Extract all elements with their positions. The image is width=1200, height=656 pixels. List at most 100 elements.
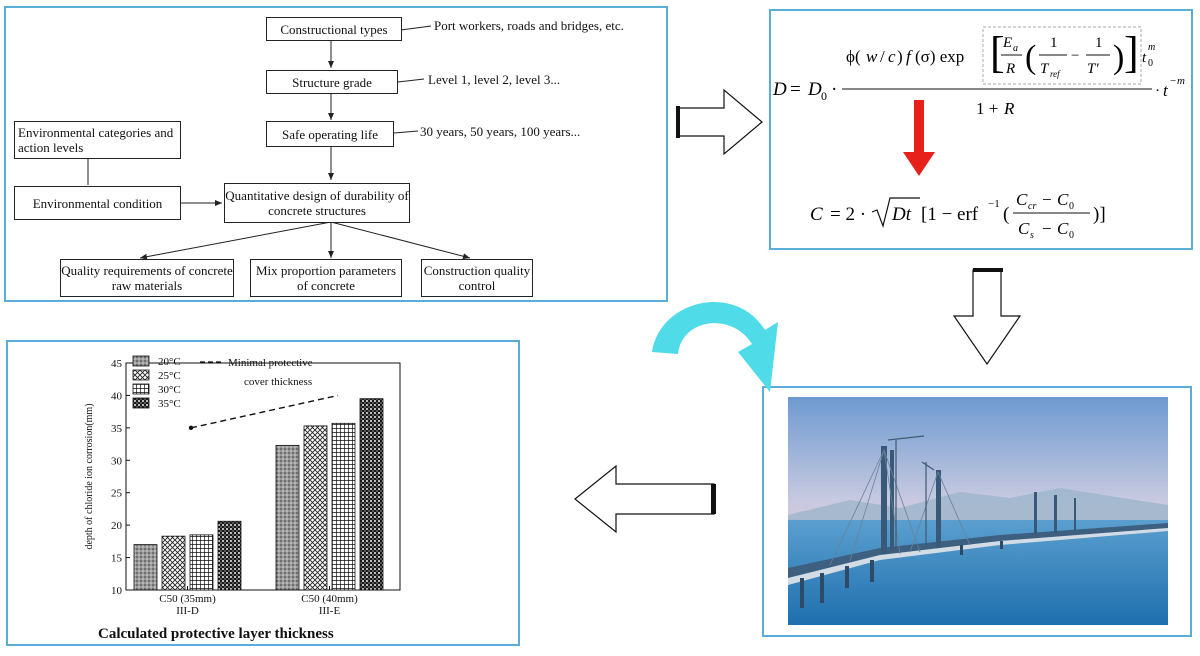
svg-text:[1 − erf: [1 − erf: [921, 204, 979, 225]
x-category-sublabel: III-D: [176, 605, 199, 617]
bar-2-1: [161, 535, 186, 591]
svg-text:= 2 ·: = 2 ·: [830, 204, 866, 225]
right-arrow-icon: [677, 88, 763, 156]
left-arrow-icon: [574, 464, 715, 534]
svg-text:m: m: [1148, 42, 1155, 53]
down-arrow-icon: [952, 269, 1022, 366]
svg-text:0: 0: [1069, 201, 1074, 212]
svg-text:s: s: [1030, 230, 1034, 241]
svg-text:c: c: [888, 47, 896, 66]
construction-quality-box: Construction quality control: [421, 259, 533, 297]
constructional-types-note: Port workers, roads and bridges, etc.: [434, 18, 624, 33]
svg-text:1 +: 1 +: [976, 99, 998, 118]
svg-text:ref: ref: [1050, 69, 1061, 79]
svg-text:t: t: [1163, 81, 1169, 100]
structure-grade-note: Level 1, level 2, level 3...: [428, 72, 561, 87]
svg-text:−: −: [1071, 48, 1079, 64]
y-tick-label: 40: [111, 390, 123, 402]
svg-text:w: w: [866, 47, 878, 66]
bar-2-2: [303, 425, 328, 591]
svg-text:(: (: [1025, 39, 1036, 76]
svg-text:0: 0: [821, 89, 827, 103]
x-category-sublabel: III-E: [319, 605, 341, 617]
svg-text:T′: T′: [1087, 61, 1099, 77]
svg-text:·: ·: [831, 79, 837, 100]
env-condition-box: Environmental condition: [14, 186, 181, 220]
mix-proportion-box: Mix proportion parameters of concrete: [250, 259, 402, 297]
svg-text:/: /: [880, 47, 885, 66]
svg-text:Dt: Dt: [891, 204, 912, 225]
legend-label-4: 35°C: [158, 398, 181, 410]
svg-text:a: a: [1013, 43, 1018, 54]
legend-label-1: 20°C: [158, 356, 181, 368]
svg-text:−: −: [1042, 190, 1052, 209]
y-tick-label: 10: [111, 585, 123, 597]
svg-text:T: T: [1040, 61, 1050, 77]
y-tick-label: 25: [111, 488, 123, 500]
svg-text:C: C: [1016, 190, 1028, 209]
svg-text:D: D: [772, 79, 787, 100]
legend-label-3: 30°C: [158, 384, 181, 396]
bar-4-1: [217, 520, 242, 591]
y-tick-label: 20: [111, 520, 123, 532]
y-axis-label: depth of chloride ion corrosion(mm): [84, 403, 95, 549]
svg-text:C: C: [1057, 219, 1069, 238]
y-tick-label: 15: [111, 553, 123, 565]
y-tick-label: 30: [111, 455, 123, 467]
svg-text:): ): [1113, 39, 1124, 76]
legend-swatch-3: [132, 383, 150, 395]
legend-swatch-2: [132, 369, 150, 381]
svg-text:R: R: [1005, 61, 1015, 77]
plot-frame: [125, 362, 401, 591]
svg-text:cr: cr: [1028, 201, 1036, 212]
y-tick-label: 35: [111, 423, 123, 435]
svg-text:C: C: [1057, 190, 1069, 209]
svg-text:m: m: [1177, 75, 1185, 87]
quality-requirements-box: Quality requirements of concrete raw mat…: [60, 259, 234, 297]
legend-swatch-4: [132, 397, 150, 409]
min-cover-point: [188, 425, 194, 431]
safe-operating-life-note: 30 years, 50 years, 100 years...: [420, 124, 581, 139]
bar-3-1: [189, 534, 214, 591]
env-categories-box: Environmental categories and action leve…: [14, 121, 181, 159]
svg-text:)]: )]: [1093, 204, 1106, 225]
svg-text:0: 0: [1069, 230, 1074, 241]
y-tick-label: 45: [111, 358, 123, 370]
svg-text:−1: −1: [988, 198, 1000, 210]
chart-panel: [6, 340, 520, 646]
svg-text:·: ·: [1155, 83, 1160, 99]
svg-text:−: −: [1170, 75, 1176, 87]
bar-4-2: [359, 398, 384, 591]
cyan-curved-arrow-icon: [652, 302, 778, 392]
down-arrow-tail: [973, 268, 1003, 272]
svg-text:C: C: [1018, 219, 1030, 238]
quantitative-design-box: Quantitative design of durability of con…: [224, 183, 410, 223]
svg-text:=: =: [790, 79, 801, 100]
svg-text:]: ]: [1124, 28, 1139, 77]
safe-operating-life-box: Safe operating life: [266, 121, 394, 147]
svg-text:(σ) exp: (σ) exp: [915, 47, 964, 66]
legend-label-2: 25°C: [158, 370, 181, 382]
svg-text:[: [: [990, 28, 1005, 77]
svg-text:t: t: [1142, 50, 1147, 66]
legend-line-label-1: Minimal protective: [228, 357, 313, 369]
left-arrow-tail: [711, 484, 716, 514]
red-down-arrow-icon: [903, 100, 935, 176]
chart-caption: Calculated protective layer thickness: [98, 626, 334, 642]
svg-text:E: E: [1002, 35, 1012, 51]
svg-text:ϕ(: ϕ(: [846, 47, 861, 66]
x-category-label: C50 (35mm): [159, 593, 216, 605]
bar-3-2: [331, 422, 356, 591]
svg-text:(: (: [1003, 204, 1009, 225]
svg-text:f: f: [906, 47, 913, 66]
structure-grade-box: Structure grade: [266, 70, 398, 94]
x-category-label: C50 (40mm): [301, 593, 358, 605]
svg-text:1: 1: [1095, 35, 1103, 51]
bar-1-1: [133, 544, 158, 591]
svg-text:1: 1: [1050, 35, 1058, 51]
